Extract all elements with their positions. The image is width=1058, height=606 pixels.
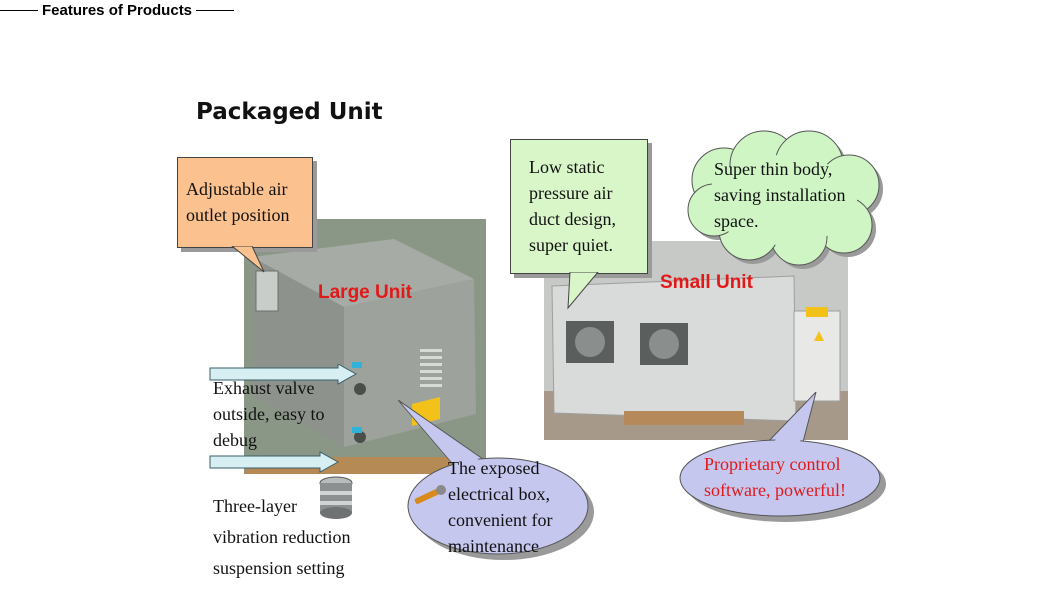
callout-software: Proprietary control software, powerful!	[704, 451, 846, 503]
callout-line: The exposed	[448, 458, 540, 478]
slide-title: Packaged Unit	[196, 99, 383, 125]
callout-line: suspension setting	[213, 558, 345, 578]
callout-line: outlet position	[186, 205, 290, 225]
callout-duct-pointer	[567, 272, 599, 310]
section-header: Features of Products	[0, 2, 235, 19]
callout-line: duct design,	[529, 209, 616, 229]
callout-air-outlet: Adjustable air outlet position	[177, 157, 313, 248]
callout-line: electrical box,	[448, 484, 550, 504]
callout-line: super quiet.	[529, 235, 613, 255]
callout-electrical-box: The exposed electrical box, convenient f…	[448, 455, 552, 559]
callout-vibration: Three-layer vibration reduction suspensi…	[213, 491, 350, 584]
callout-line: debug	[213, 430, 257, 450]
callout-line: pressure air	[529, 183, 613, 203]
callout-software-shape	[679, 392, 886, 522]
large-unit-label: Large Unit	[318, 282, 412, 303]
vibration-damper-icon	[319, 476, 353, 519]
exhaust-arrows	[209, 364, 358, 473]
callout-exhaust-valve: Exhaust valve outside, easy to debug	[213, 375, 324, 453]
wrench-icon	[414, 485, 446, 504]
callout-duct-design: Low static pressure air duct design, sup…	[510, 139, 648, 274]
callout-line: Low static	[529, 157, 605, 177]
small-unit-label: Small Unit	[660, 272, 753, 293]
callout-thin-body: Super thin body, saving installation spa…	[714, 156, 845, 234]
callout-line: Adjustable air	[186, 179, 288, 199]
callout-air-outlet-pointer	[231, 246, 265, 273]
callout-line: vibration reduction	[213, 527, 351, 547]
header-rule-right	[196, 10, 235, 11]
header-rule-left	[0, 10, 38, 11]
callout-line: space.	[714, 211, 759, 231]
callout-electrical-shape	[398, 400, 594, 560]
callout-line: maintenance	[448, 536, 539, 556]
callout-cloud-shape	[687, 130, 883, 269]
callout-line: Proprietary control	[704, 454, 841, 474]
callout-line: Exhaust valve	[213, 378, 315, 398]
callout-line: saving installation	[714, 185, 846, 205]
callout-line: convenient for	[448, 510, 553, 530]
callout-line: Three-layer	[213, 496, 297, 516]
callout-line: outside, easy to	[213, 404, 325, 424]
callout-line: Super thin body,	[714, 159, 833, 179]
callout-line: software, powerful!	[704, 480, 846, 500]
section-title: Features of Products	[42, 2, 193, 19]
